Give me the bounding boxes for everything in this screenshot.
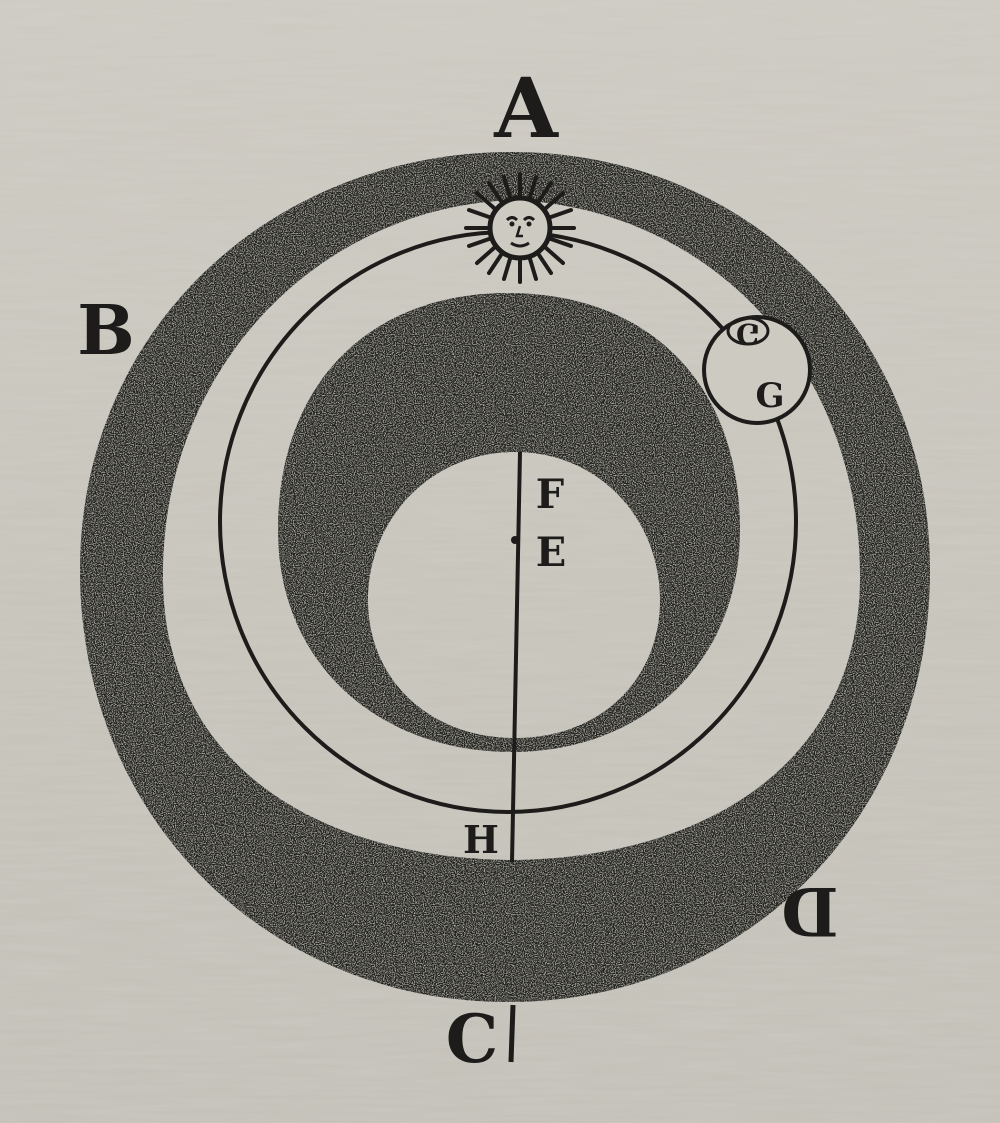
label-a: A	[493, 61, 559, 157]
label-g-mirrored: G	[736, 317, 760, 350]
inner-ring	[278, 293, 740, 752]
center-point	[511, 536, 519, 544]
label-e: E	[536, 529, 567, 576]
label-c: C	[446, 1000, 499, 1078]
label-g: G	[755, 376, 784, 416]
lower-axis-mark	[508, 1004, 516, 1063]
central-axis	[510, 451, 522, 863]
label-h: H	[463, 817, 499, 862]
label-d: D	[781, 872, 838, 950]
sun-with-face-icon	[464, 172, 576, 284]
label-f: F	[536, 471, 564, 518]
small-orbiting-body-icon	[702, 315, 812, 425]
label-b: B	[77, 291, 134, 371]
